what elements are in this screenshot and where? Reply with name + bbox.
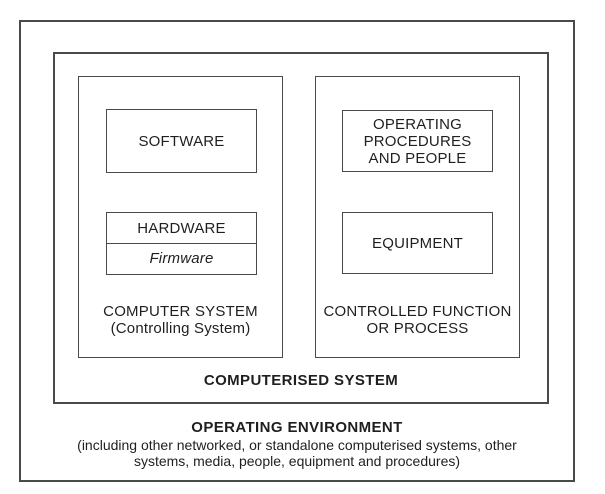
operating-procedures-box: OPERATING PROCEDURES AND PEOPLE [342,110,493,172]
controlled-function-box: OPERATING PROCEDURES AND PEOPLE EQUIPMEN… [315,76,520,358]
computer-system-label: COMPUTER SYSTEM (Controlling System) [103,303,258,337]
operating-procedures-label: OPERATING PROCEDURES AND PEOPLE [363,115,472,167]
computer-system-box: SOFTWARE HARDWARE Firmware COMPUTER SYST… [78,76,283,358]
firmware-compartment: Firmware [107,244,256,272]
controlled-function-label: CONTROLLED FUNCTION OR PROCESS [323,303,512,337]
firmware-label: Firmware [149,249,214,267]
hardware-label: HARDWARE [137,219,226,237]
software-label: SOFTWARE [138,132,225,150]
operating-environment-title: OPERATING ENVIRONMENT [191,419,403,436]
operating-environment-label: OPERATING ENVIRONMENT (including other n… [21,419,573,469]
computerised-system-box: SOFTWARE HARDWARE Firmware COMPUTER SYST… [53,52,549,404]
operating-environment-subtitle: (including other networked, or standalon… [77,437,517,469]
hardware-firmware-box: HARDWARE Firmware [106,212,257,275]
equipment-label: EQUIPMENT [372,234,463,252]
software-box: SOFTWARE [106,109,257,173]
computerised-system-label: COMPUTERISED SYSTEM [203,372,399,389]
operating-environment-box: SOFTWARE HARDWARE Firmware COMPUTER SYST… [19,20,575,482]
hardware-compartment: HARDWARE [107,213,256,244]
equipment-box: EQUIPMENT [342,212,493,274]
